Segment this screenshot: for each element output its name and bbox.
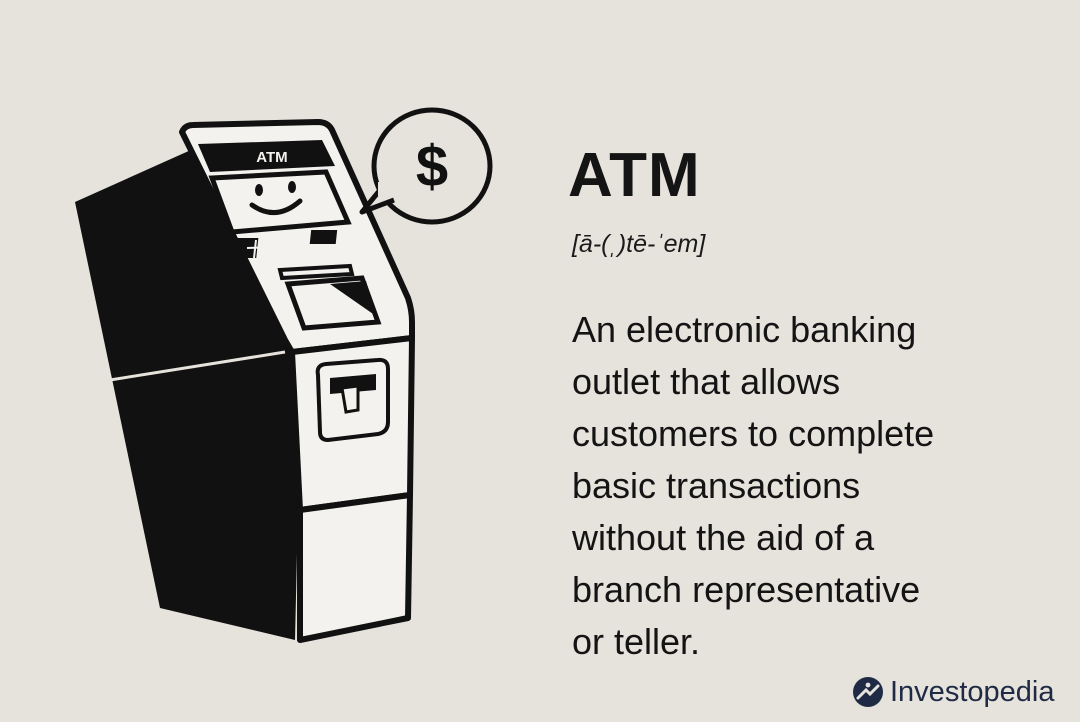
investopedia-logo-icon <box>853 677 883 707</box>
dollar-speech-bubble: $ <box>359 107 493 225</box>
atm-machine-icon: ATM <box>75 119 415 643</box>
dollar-sign: $ <box>416 134 448 199</box>
atm-label: ATM <box>256 149 287 166</box>
term-title: ATM <box>568 141 701 210</box>
definition-line: customers to complete <box>572 413 935 454</box>
atm-illustration: ATM $ <box>75 107 493 643</box>
definition-line: An electronic banking <box>572 309 917 350</box>
definition-line: branch representative <box>572 569 921 610</box>
definition-line: or teller. <box>572 621 701 662</box>
definition-line: basic transactions <box>572 465 861 506</box>
brand-logo: Investopedia <box>852 672 1054 712</box>
pronunciation: [ā-(ˌ)tē-ˈem] <box>572 230 706 258</box>
brand-name: Investopedia <box>890 675 1055 708</box>
definition-line: without the aid of a <box>572 517 875 558</box>
definition-text: An electronic banking outlet that allows… <box>572 304 1052 668</box>
smiley-face-icon <box>249 181 303 215</box>
definition-line: outlet that allows <box>572 361 841 402</box>
